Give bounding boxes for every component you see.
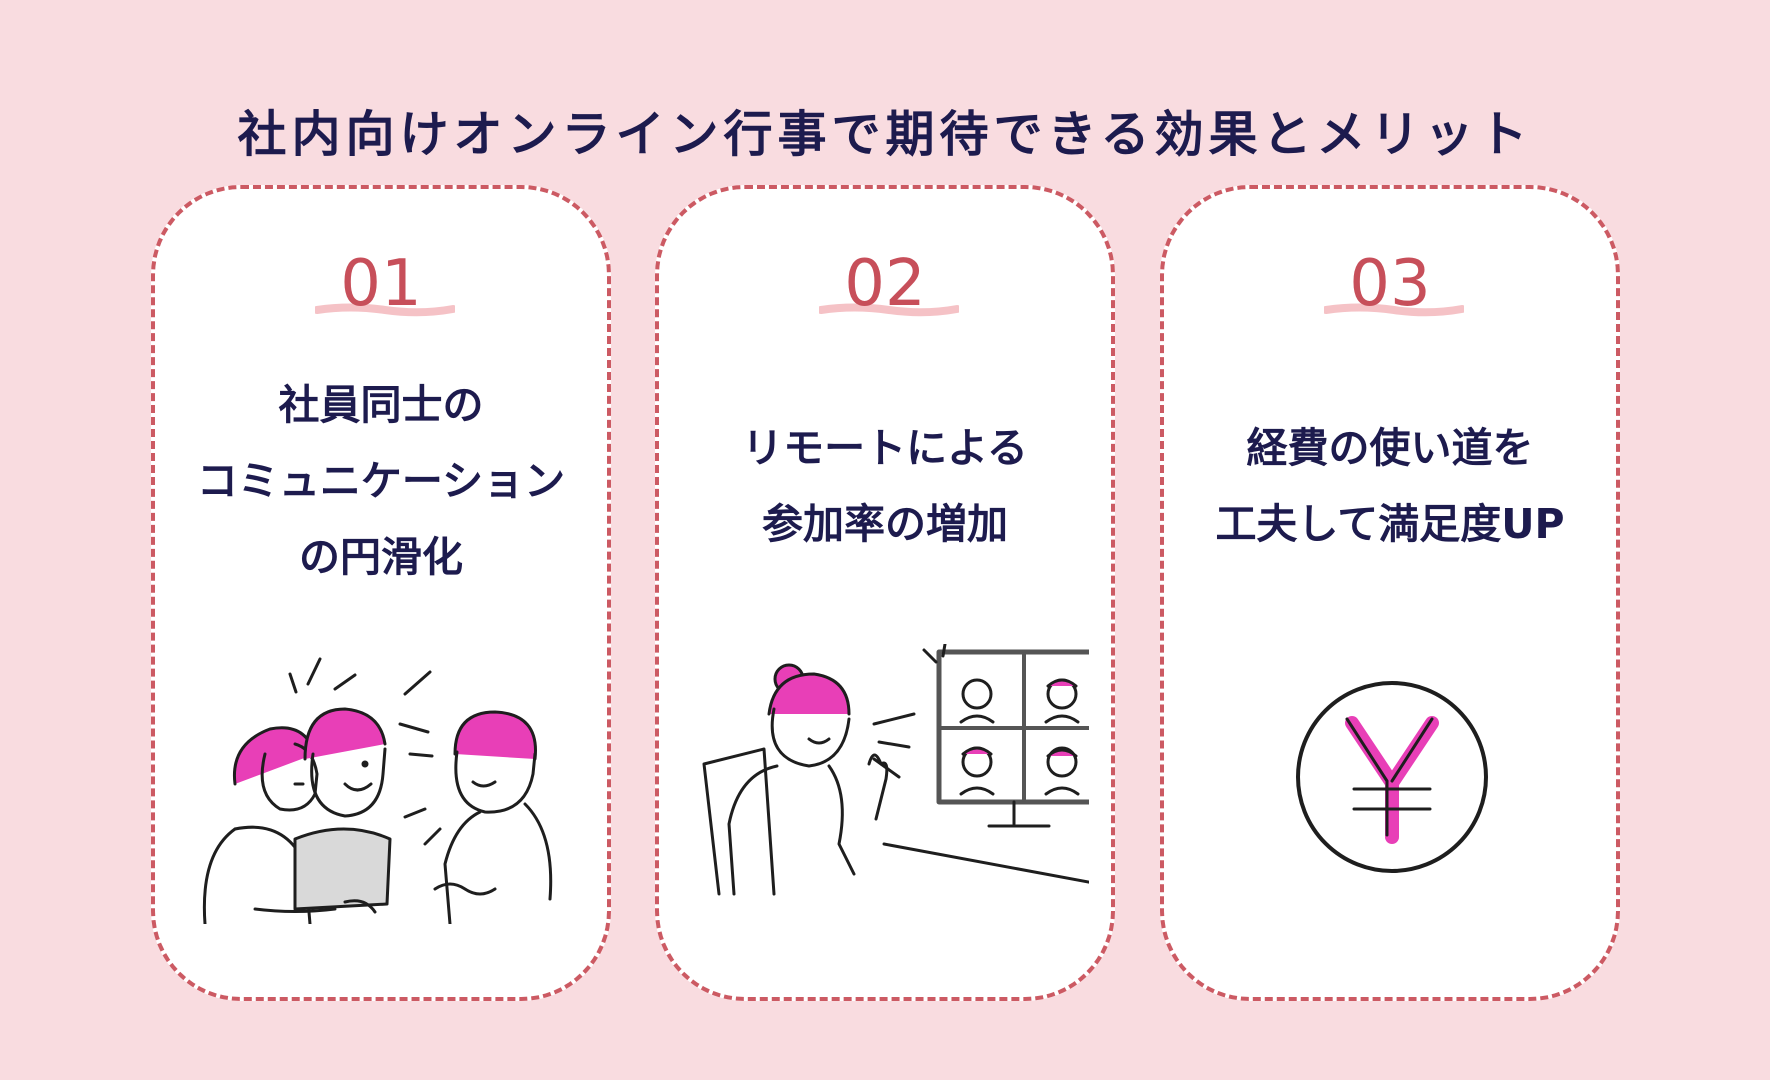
card-heading: 社員同士の コミュニケーション の円滑化	[155, 367, 607, 595]
yen-coin-icon	[1296, 681, 1488, 873]
card-heading-line: 工夫して満足度UP	[1215, 500, 1565, 548]
card-heading-line: 経費の使い道を	[1246, 424, 1534, 472]
card-number: 01	[340, 247, 422, 321]
people-chatting-icon	[202, 657, 553, 924]
benefit-card-03: 03 経費の使い道を 工夫して満足度UP	[1160, 185, 1620, 1001]
card-heading-line: の円滑化	[299, 533, 463, 581]
card-heading-line: 社員同士の	[278, 381, 484, 429]
card-heading-line: リモートによる	[742, 424, 1028, 472]
number-underline	[315, 303, 455, 317]
video-conference-icon	[702, 644, 1089, 896]
card-heading-line: 参加率の増加	[762, 500, 1008, 548]
benefit-card-01: 01 社員同士の コミュニケーション の円滑化	[151, 185, 611, 1001]
card-heading: リモートによる 参加率の増加	[659, 410, 1111, 562]
card-number: 02	[844, 247, 926, 321]
number-underline	[819, 303, 959, 317]
benefit-card-02: 02 リモートによる 参加率の増加	[655, 185, 1115, 1001]
card-number: 03	[1349, 247, 1431, 321]
card-heading-line: コミュニケーション	[196, 457, 566, 505]
number-underline	[1324, 303, 1464, 317]
page-title: 社内向けオンライン行事で期待できる効果とメリット	[237, 105, 1533, 163]
card-heading: 経費の使い道を 工夫して満足度UP	[1164, 410, 1616, 562]
